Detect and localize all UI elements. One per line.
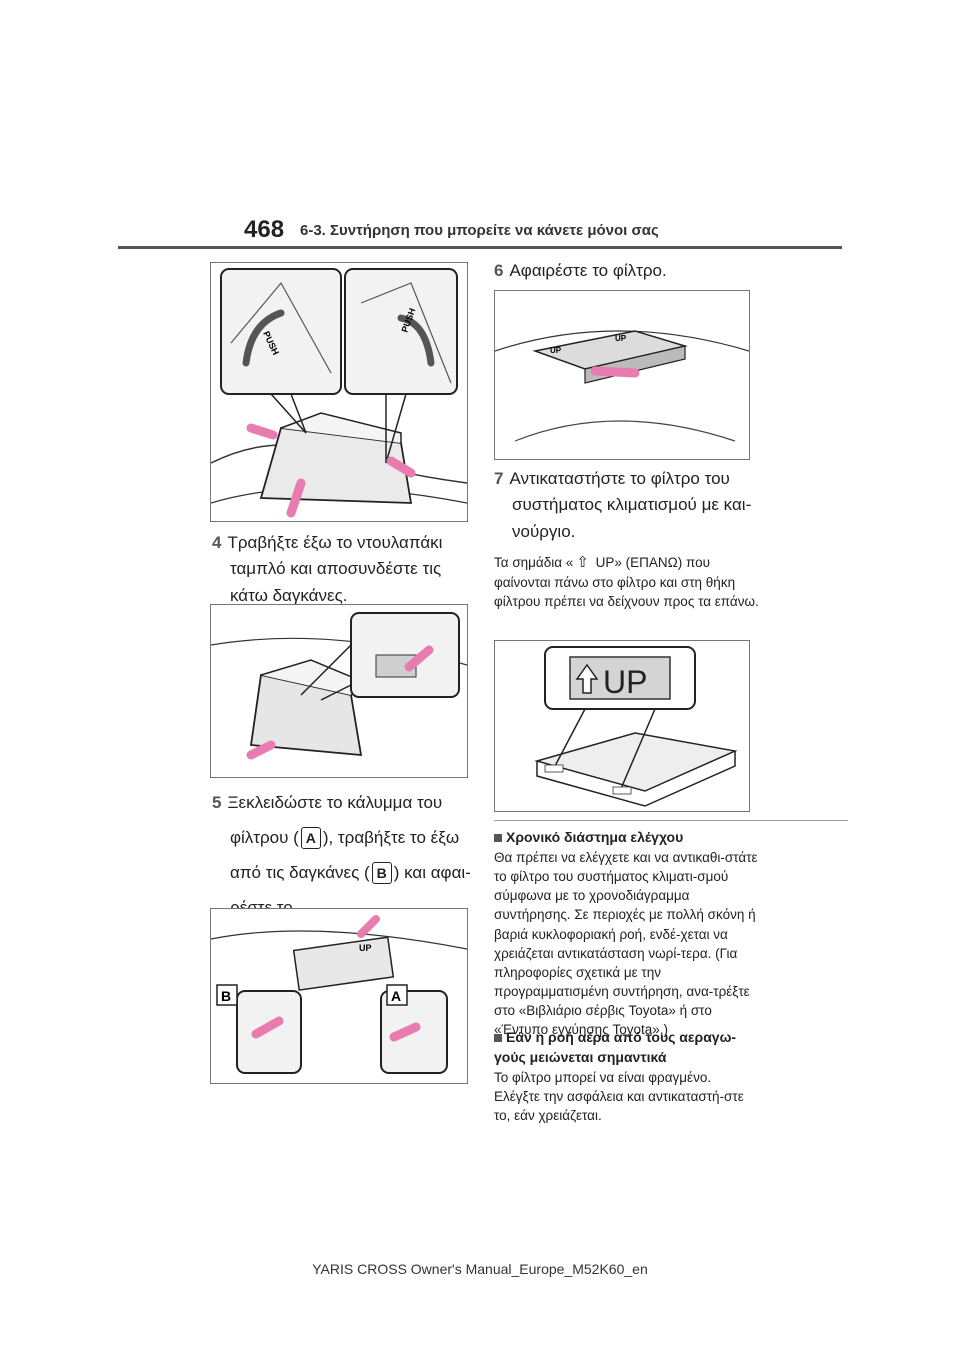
page-number: 468 xyxy=(244,216,285,243)
figure-glovebox-push: PUSH PUSH xyxy=(210,262,468,522)
info-heading-text: Χρονικό διάστημα ελέγχου xyxy=(506,829,684,845)
step-5: 5 Ξεκλειδώστε το κάλυμμα του φίλτρου (A),… xyxy=(212,786,482,925)
up-arrow-icon: ⇧ xyxy=(576,554,589,571)
info-heading-text: Εάν η ροή αέρα από τους αεραγω-γούς μειώ… xyxy=(494,1029,737,1065)
step-text: ταμπλό και αποσυνδέστε τις xyxy=(230,559,442,579)
step-number: 6 xyxy=(494,261,504,280)
step-7: 7 Αντικαταστήστε το φίλτρο του συστήματος… xyxy=(494,466,834,545)
step-4: 4 Τραβήξτε έξω το ντουλαπάκι ταμπλό και α… xyxy=(212,530,472,609)
label-b: B xyxy=(221,988,231,1004)
step-text: ), τραβήξτε το έξω xyxy=(322,827,460,847)
up-label-filter-right: UP xyxy=(615,334,627,343)
step-number: 7 xyxy=(494,469,504,488)
step-text: Τραβήξτε έξω το ντουλαπάκι xyxy=(227,533,443,552)
note-text: UP» (ΕΠΑΝΩ) που xyxy=(591,555,711,570)
figure-glovebox-clips xyxy=(210,604,468,778)
figure-filter-cover: UP B A xyxy=(210,908,468,1084)
info-heading: Χρονικό διάστημα ελέγχου xyxy=(494,828,760,848)
step-text: Αφαιρέστε το φίλτρο. xyxy=(509,261,667,280)
info-inspection-interval: Χρονικό διάστημα ελέγχου Θα πρέπει να ελ… xyxy=(494,828,760,1039)
step-text: Ξεκλειδώστε το κάλυμμα του xyxy=(227,793,443,812)
up-mark-note: Τα σημάδια «⇧ UP» (ΕΠΑΝΩ) που φαίνονται … xyxy=(494,552,764,612)
footer-manual-title: YARIS CROSS Owner's Manual_Europe_M52K60… xyxy=(312,1261,648,1277)
info-body: Θα πρέπει να ελέγχετε και να αντικαθι-στ… xyxy=(494,849,758,1038)
square-bullet-icon xyxy=(494,834,502,843)
info-heading: Εάν η ροή αέρα από τους αεραγω-γούς μειώ… xyxy=(494,1028,760,1068)
step-6: 6 Αφαιρέστε το φίλτρο. xyxy=(494,258,834,284)
step-number: 5 xyxy=(212,793,222,812)
figure-filter-removal: UP UP xyxy=(494,290,750,460)
label-a: A xyxy=(391,988,401,1004)
step-text: νούργιο. xyxy=(512,521,576,541)
up-label-cover: UP xyxy=(359,943,372,953)
step-text: συστήματος κλιματισμού με και- xyxy=(512,495,752,515)
step-number: 4 xyxy=(212,533,222,552)
square-bullet-icon xyxy=(494,1034,502,1043)
up-label-filter-left: UP xyxy=(550,346,562,355)
step-text: κάτω δαγκάνες. xyxy=(230,585,348,605)
info-reduced-airflow: Εάν η ροή αέρα από τους αεραγω-γούς μειώ… xyxy=(494,1028,760,1125)
step-text: Αντικαταστήστε το φίλτρο του xyxy=(509,469,730,488)
section-divider xyxy=(494,820,848,821)
step-text: ) και αφαι- xyxy=(393,862,471,882)
header-divider xyxy=(118,246,842,249)
step-text: από τις δαγκάνες ( xyxy=(230,862,370,882)
step-text: φίλτρου ( xyxy=(230,827,299,847)
label-a-badge: A xyxy=(300,827,321,850)
up-label-large: UP xyxy=(603,664,647,700)
label-b-badge: B xyxy=(371,862,392,885)
info-body: Το φίλτρο μπορεί να είναι φραγμένο. Ελέγ… xyxy=(494,1069,744,1124)
figure-filter-up: UP xyxy=(494,640,750,812)
note-text: φαίνονται πάνω στο φίλτρο και στη θήκη φ… xyxy=(494,575,759,610)
section-title: 6-3. Συντήρηση που μπορείτε να κάνετε μό… xyxy=(300,222,659,239)
note-text: Τα σημάδια « xyxy=(494,555,574,570)
